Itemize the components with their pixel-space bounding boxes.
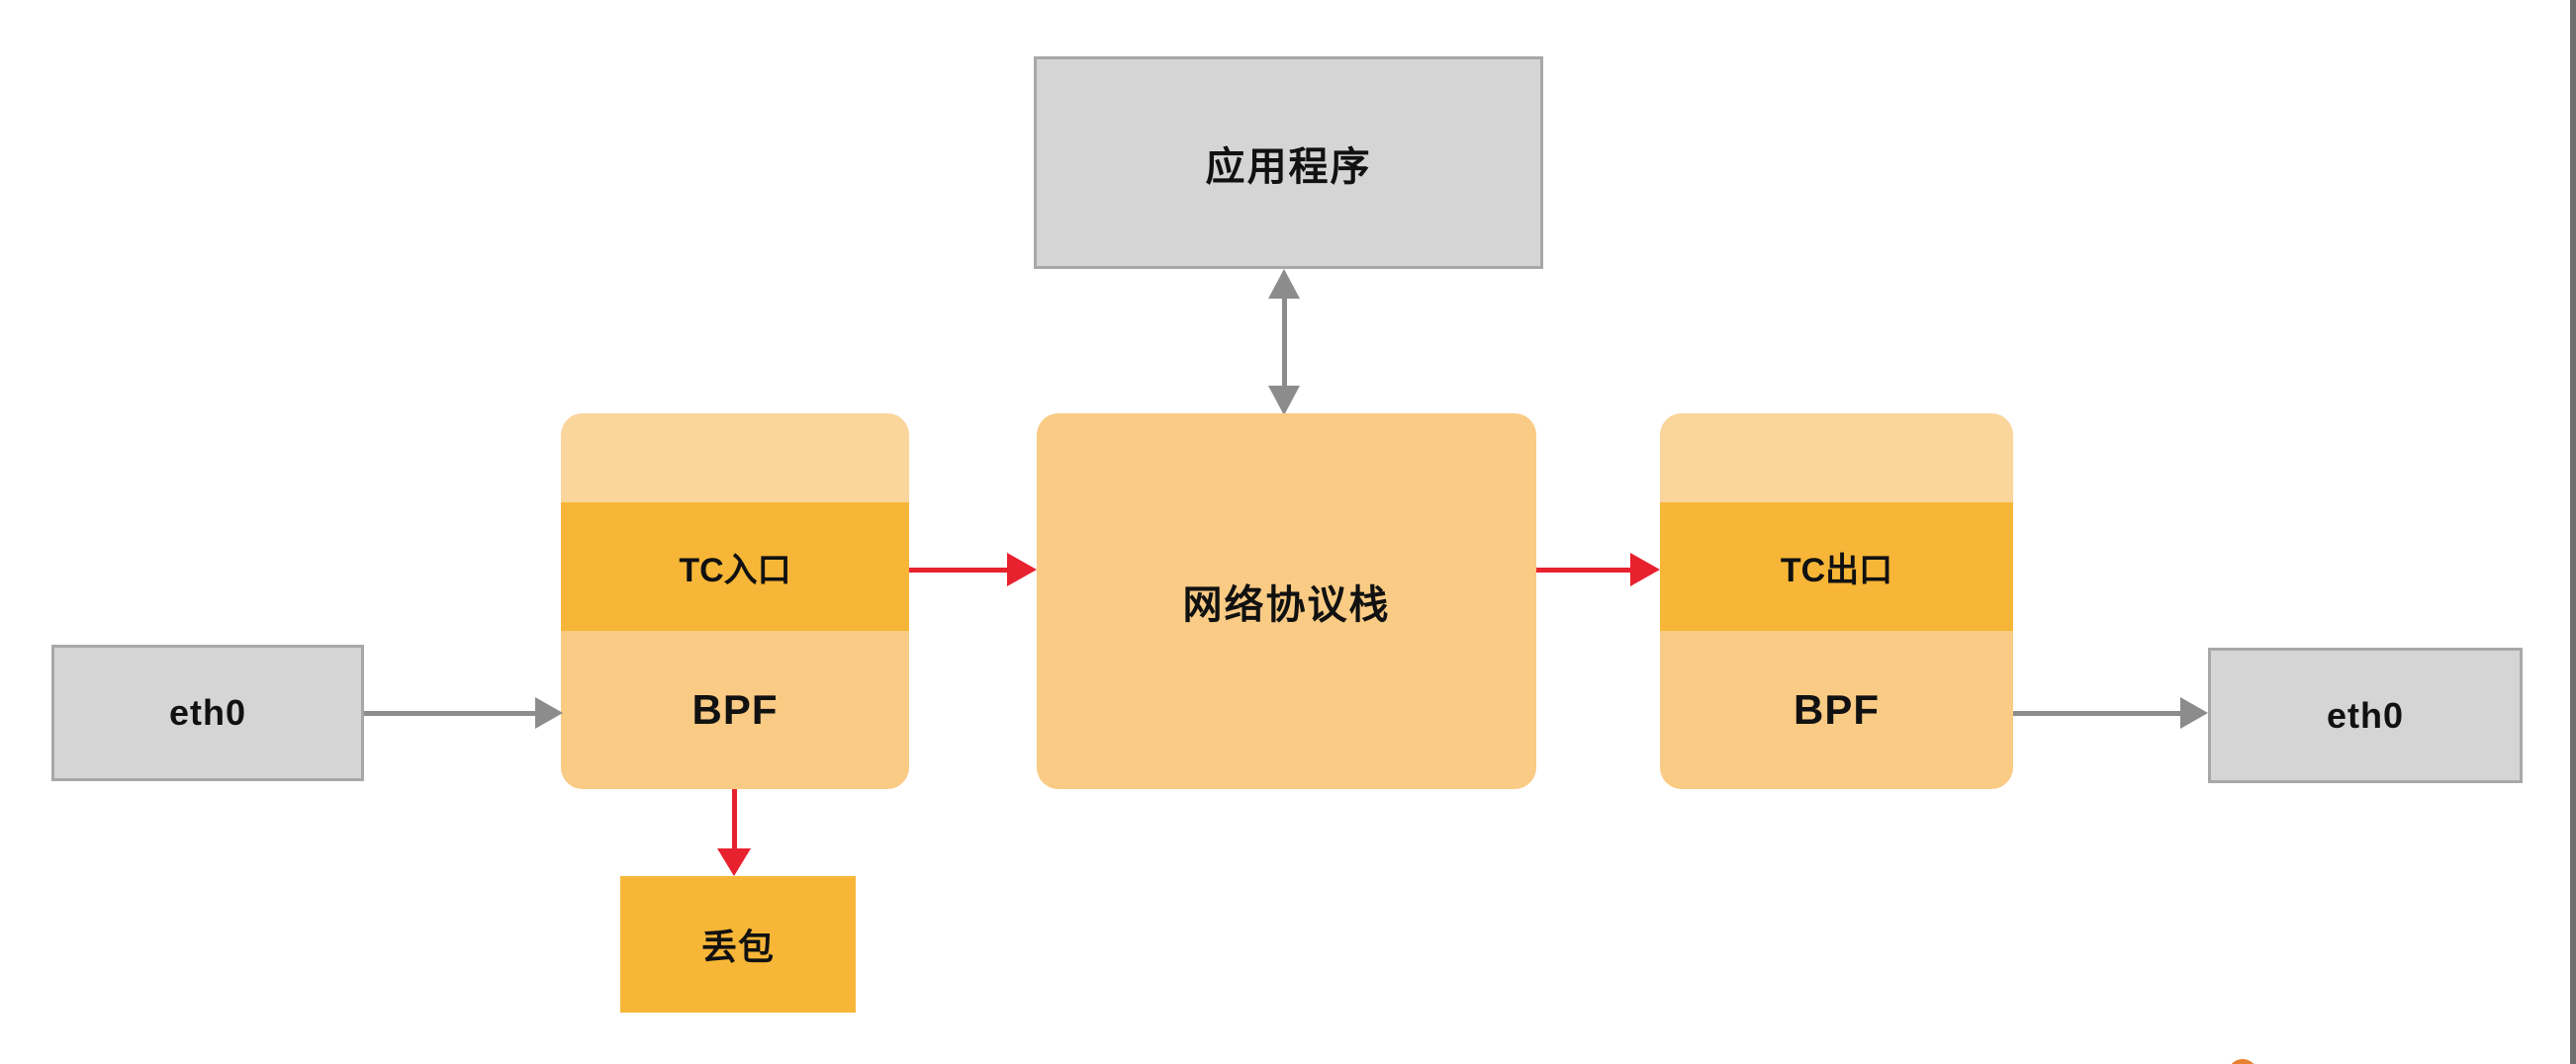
eth0-out-label: eth0 [2326,694,2405,736]
arrow-stack-egress-shaft [1536,568,1632,573]
arrow-eth0-ingress-head [535,697,563,729]
arrow-ingress-stack-head [1007,553,1037,586]
tc-egress-box: TC出口 BPF [1660,413,2013,789]
eth0-in-label: eth0 [168,692,247,733]
tc-egress-topstrip [1660,413,2013,502]
eth0-in-box: eth0 [51,645,364,781]
drop-box: 丢包 [620,876,856,1013]
arrow-bpf-drop-head [717,848,751,876]
tc-ingress-box: TC入口 BPF [561,413,909,789]
tc-ingress-bpf-area: BPF [561,631,909,789]
arrow-app-stack-head-up [1268,269,1300,299]
tc-ingress-band-label: TC入口 [679,551,791,589]
arrow-egress-eth0-shaft [2013,711,2182,716]
arrow-egress-eth0-head [2180,697,2208,729]
arrow-app-stack-shaft [1282,295,1287,392]
arrow-stack-egress-head [1630,553,1660,586]
network-stack-box: 网络协议栈 [1037,413,1536,789]
right-edge-strip [2570,0,2576,1064]
tc-egress-bpf-label: BPF [1794,686,1880,733]
application-label: 应用程序 [1205,144,1372,189]
tc-egress-band-label: TC出口 [1780,551,1893,589]
tc-egress-bpf-area: BPF [1660,631,2013,789]
tc-ingress-band: TC入口 [561,502,909,631]
network-stack-label: 网络协议栈 [1182,583,1391,627]
application-box: 应用程序 [1034,56,1543,269]
tc-ingress-bpf-label: BPF [691,686,779,733]
tc-ingress-topstrip [561,413,909,502]
arrow-ingress-stack-shaft [909,568,1009,573]
drop-label: 丢包 [700,927,775,967]
arrow-app-stack-head-down [1268,386,1300,415]
watermark-arc [2228,1059,2257,1064]
eth0-out-box: eth0 [2208,648,2523,783]
arrow-eth0-ingress-shaft [364,711,539,716]
tc-egress-band: TC出口 [1660,502,2013,631]
arrow-bpf-drop-shaft [732,789,737,850]
